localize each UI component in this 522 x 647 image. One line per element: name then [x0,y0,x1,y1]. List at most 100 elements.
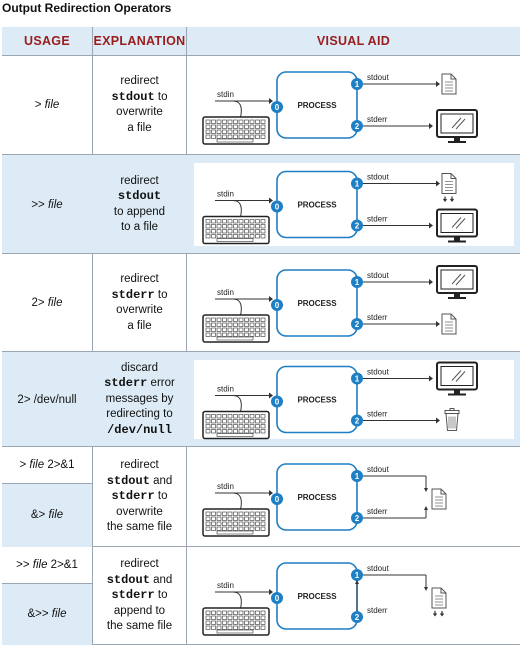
fd-2-badge: 2 [351,512,363,524]
stdin-label: stdin [217,90,234,99]
usage-cell: > file 2>&1 [2,447,92,483]
explanation-line: redirect [120,458,158,474]
stdout-label: stdout [367,368,390,377]
explanation-line: overwrite [116,505,163,521]
explanation-text: redirect [120,459,159,472]
usage-operator: 2> [31,297,48,309]
stdout-label: stdout [367,564,390,573]
header-explanation: EXPLANATION [93,27,186,55]
explanation-line: stderr to [111,288,167,304]
svg-text:2: 2 [355,122,360,131]
keyboard-icon [202,410,270,440]
explanation-text: and [149,573,173,586]
explanation-line: stdout [118,189,161,205]
explanation-line: redirecting to [106,407,172,423]
explanation-line: a file [127,319,151,335]
usage-operator: >> [31,198,48,211]
explanation-text: discard [120,361,159,374]
fd-2-badge: 2 [351,219,363,232]
usage-divider [2,583,92,584]
stdout-label: stdout [367,173,390,182]
row-divider [2,446,520,447]
file-icon [441,73,457,95]
explanation-text: and [149,474,173,487]
stdout-label: stdout [367,465,390,474]
keyboard-icon [202,607,270,636]
row-divider [2,253,520,254]
explanation-line: messages by [106,392,174,408]
explanation-line: the same file [107,520,172,536]
usage-file: file [44,99,60,111]
stderr-label: stderr [367,115,388,124]
page-title: Output Redirection Operators [2,1,172,15]
usage-cell: &> file [2,483,92,547]
monitor-icon [436,109,478,143]
svg-text:1: 1 [355,571,360,580]
explanation-line: stdout and [107,573,173,589]
fd-1-badge: 1 [351,372,363,385]
process-label: PROCESS [297,396,337,405]
explanation-text: the same file [106,521,173,534]
row-divider [2,351,520,352]
column-divider [186,27,187,645]
fd-0-badge: 0 [271,592,283,604]
explanation-keyword: stdout [117,189,162,203]
explanation-text: to a file [120,221,159,233]
usage-shade [2,583,92,645]
file-icon [431,488,447,510]
usage-file: file [48,509,64,521]
svg-text:2: 2 [355,514,360,523]
stderr-label: stderr [367,313,388,322]
usage-cell: >> file [2,155,92,254]
process-label: PROCESS [297,201,337,210]
row-divider [2,644,520,645]
explanation-text: redirect [120,558,159,571]
process-label: PROCESS [297,299,337,308]
explanation-line: redirect [120,74,158,90]
explanation-line: to append [114,205,165,221]
fd-0-badge: 0 [271,493,283,505]
redirection-diagram: PROCESS stdin 0 1 2 stdout stderr [202,265,478,343]
explanation-text: redirect [120,75,159,87]
explanation-line: stdout and [107,474,173,490]
explanation-text: the same file [106,620,173,633]
explanation-text: append to [113,604,166,617]
explanation-text: a file [127,319,152,332]
explanation-line: a file [127,121,151,137]
usage-cell: 2> file [2,254,92,352]
header-usage: USAGE [2,27,92,55]
explanation-text: to [154,90,168,103]
fd-2-badge: 2 [351,318,363,330]
keyboard-icon [202,314,270,343]
usage-file: file [47,198,63,211]
trash-icon [444,408,460,431]
stdin-label: stdin [217,581,234,590]
svg-text:0: 0 [275,103,280,112]
explanation-keyword: stdout [106,473,150,488]
fd-0-badge: 0 [271,299,283,311]
usage-cell: >> file 2>&1 [2,547,92,583]
explanation-text: error [147,377,175,390]
usage-operator: &> [30,509,49,521]
svg-text:1: 1 [355,180,360,189]
svg-text:1: 1 [355,278,360,287]
stdout-label: stdout [367,271,390,280]
usage-divider [2,483,92,484]
file-icon [441,313,457,335]
explanation-text: to [154,288,168,301]
stdin-label: stdin [217,288,234,297]
stderr-label: stderr [367,215,388,224]
stderr-label: stderr [367,507,388,516]
usage-file: file [29,459,45,471]
usage-file: file [51,608,67,620]
process-label: PROCESS [297,592,337,601]
explanation-text: overwrite [116,304,163,316]
usage-operator: > [19,459,30,471]
